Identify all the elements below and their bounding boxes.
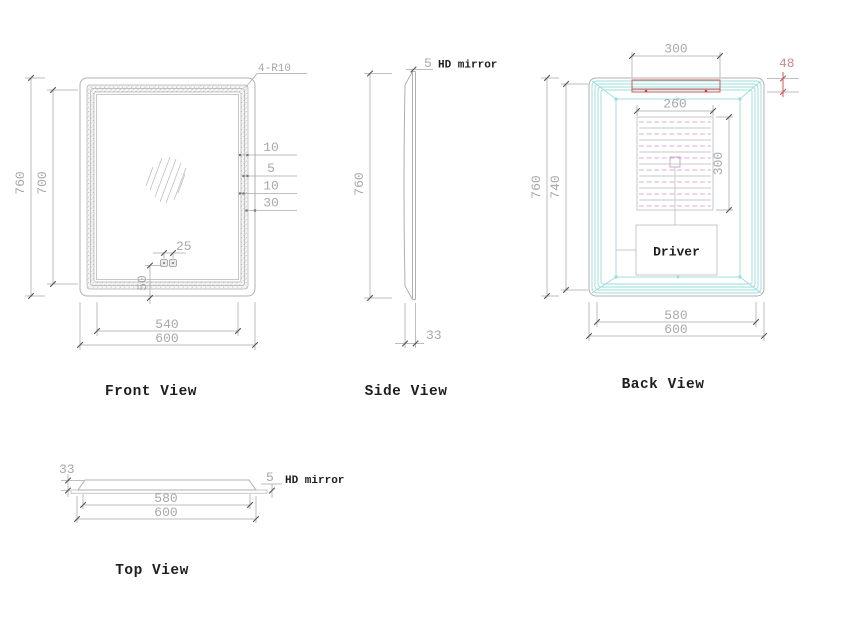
heater-pad [636, 116, 714, 225]
svg-text:760: 760 [13, 171, 28, 194]
svg-text:600: 600 [154, 505, 177, 520]
touch-sensor-buttons [160, 259, 177, 267]
front-led-band [87, 85, 248, 289]
back-view: 300 48 [529, 42, 799, 393]
back-view-label: Back View [622, 377, 705, 393]
side-view: 5 HD mirror 760 33 Side View [352, 56, 497, 400]
svg-text:600: 600 [155, 331, 178, 346]
svg-text:30: 30 [263, 196, 279, 211]
front-view: 4-R10 760 700 540 [13, 63, 307, 400]
corner-radius-leader: 4-R10 [245, 63, 307, 88]
front-outer-frame [79, 77, 256, 297]
driver-box: Driver [616, 224, 718, 276]
top-view-label: Top View [115, 563, 189, 579]
front-led-band-outer-line [86, 84, 249, 290]
driver-label: Driver [653, 245, 700, 260]
hanging-bracket [631, 79, 721, 93]
svg-text:580: 580 [664, 308, 687, 323]
heater-center-connector [669, 156, 681, 168]
front-view-label: Front View [105, 384, 197, 400]
top-dim-width-inner: 580 [79, 491, 254, 509]
svg-text:260: 260 [663, 97, 686, 112]
svg-text:540: 540 [155, 317, 178, 332]
side-view-label: Side View [365, 384, 448, 400]
back-dim-bracket-offset: 48 [767, 56, 799, 97]
svg-text:10: 10 [263, 140, 279, 155]
front-edge-dims: 10 5 10 30 [238, 140, 297, 212]
front-led-band-inner-line [93, 91, 242, 283]
front-dim-width-outer: 600 [76, 302, 259, 350]
svg-text:760: 760 [352, 172, 367, 195]
svg-text:580: 580 [154, 491, 177, 506]
svg-text:5: 5 [424, 56, 432, 71]
bracket-screw-hole-left [644, 89, 648, 93]
back-outer-frame [588, 77, 765, 297]
svg-text:760: 760 [529, 175, 544, 198]
top-glass-note: HD mirror [285, 475, 344, 487]
svg-text:5: 5 [267, 161, 275, 176]
back-frame-profile [591, 80, 762, 294]
svg-text:50: 50 [135, 275, 150, 291]
front-sensor-dims: 25 50 [135, 239, 192, 304]
front-dim-width-inner: 540 [93, 302, 242, 336]
svg-text:48: 48 [779, 56, 795, 71]
top-profile-glass [70, 489, 268, 494]
front-dim-height-inner: 700 [35, 86, 78, 288]
svg-text:600: 600 [664, 322, 687, 337]
svg-text:740: 740 [548, 175, 563, 198]
top-view: 33 5 HD mirror 580 600 Top View [59, 462, 344, 579]
svg-text:25: 25 [176, 239, 192, 254]
front-led-band-mid-line [90, 88, 245, 286]
svg-text:300: 300 [711, 152, 726, 175]
glass-reflection-hatch [145, 156, 187, 204]
front-mirror-edge [96, 94, 239, 280]
side-dim-depth: 33 [395, 303, 442, 348]
bracket-screw-hole-right [704, 89, 708, 93]
back-dim-width-inner: 580 [593, 302, 760, 327]
top-profile-frame [77, 479, 257, 491]
back-dim-heater-width: 260 [633, 97, 717, 116]
top-dim-depth: 33 [59, 462, 84, 497]
svg-text:33: 33 [59, 462, 75, 477]
svg-text:5: 5 [266, 470, 274, 485]
side-profile-back [403, 84, 406, 287]
back-dim-width-outer: 600 [585, 302, 768, 341]
side-glass-dim: 5 HD mirror [406, 56, 497, 73]
back-dim-height-outer: 760 [529, 74, 559, 300]
top-dim-width-outer: 600 [73, 496, 260, 523]
corner-radius-label: 4-R10 [258, 63, 291, 75]
back-dim-heater-height: 300 [711, 113, 733, 214]
front-dim-height-outer: 760 [13, 74, 45, 300]
svg-text:300: 300 [664, 42, 687, 57]
side-glass-note: HD mirror [438, 60, 497, 72]
back-dim-bracket-width: 300 [628, 42, 724, 78]
svg-text:33: 33 [426, 328, 442, 343]
svg-text:700: 700 [35, 171, 50, 194]
side-dim-height: 760 [352, 70, 392, 302]
svg-text:10: 10 [263, 179, 279, 194]
back-dim-height-inner: 740 [548, 80, 588, 294]
top-glass-dim: 5 HD mirror [261, 470, 344, 498]
